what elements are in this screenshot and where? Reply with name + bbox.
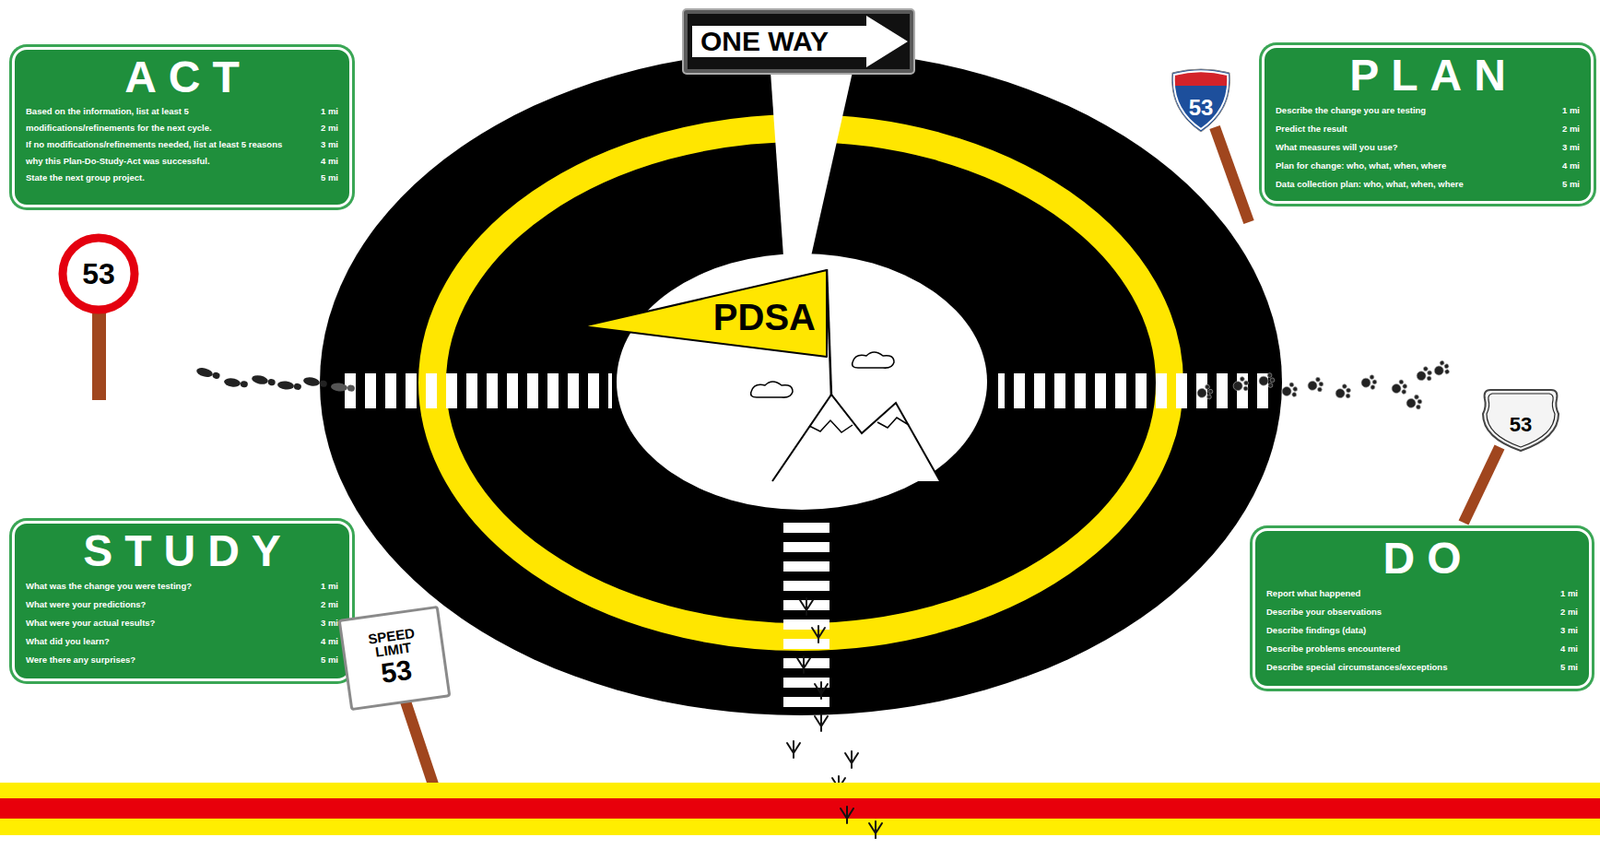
mile-marker: 1 mi: [301, 103, 339, 120]
route-number: 53: [1188, 95, 1214, 120]
mile-marker: 3 mi: [301, 613, 339, 633]
mile-marker: 2 mi: [301, 595, 339, 614]
sign-heading: ACT: [25, 51, 339, 104]
sign-body: Based on the information, list at least …: [25, 103, 339, 187]
step-text: Predict the result: [1275, 119, 1538, 139]
sign-body: Describe the change you are testingPredi…: [1275, 101, 1580, 194]
step-text: Based on the information, list at least …: [25, 103, 296, 137]
step-text: Describe special circumstances/exception…: [1266, 658, 1536, 677]
mountain: [772, 394, 941, 482]
route-number: 53: [1509, 413, 1532, 436]
step-text: Were there any surprises?: [25, 650, 296, 670]
snow-line: [809, 420, 853, 433]
round-speed-sign: 53: [58, 233, 140, 315]
mile-column: 1 mi2 mi3 mi4 mi5 mi: [301, 576, 339, 670]
bird-tracks: [840, 806, 883, 838]
speed-limit-sign: SPEED LIMIT53: [338, 605, 452, 711]
mile-marker: 1 mi: [1542, 101, 1580, 120]
one-way-sign: ONE WAY: [682, 8, 916, 75]
step-text: Report what happened: [1266, 584, 1536, 603]
route-number: 53: [82, 258, 116, 290]
sign-body: What was the change you were testing?Wha…: [25, 576, 339, 670]
us-route-shield: 53: [1481, 386, 1561, 453]
step-text: Data collection plan: who, what, when, w…: [1275, 175, 1538, 194]
step-column: Report what happenedDescribe your observ…: [1266, 584, 1542, 677]
mile-marker: 5 mi: [301, 650, 339, 670]
flag-label: PDSA: [713, 298, 816, 336]
road-ring: [319, 49, 1283, 716]
step-text: State the next group project.: [25, 169, 296, 187]
paw-prints: [1196, 358, 1453, 412]
mile-marker: 4 mi: [301, 632, 339, 651]
speed-number: 53: [378, 654, 414, 690]
crosswalk: [336, 373, 612, 409]
step-text: Describe problems encountered: [1266, 639, 1536, 659]
cloud: [751, 381, 793, 398]
do-sign: DOReport what happenedDescribe your obse…: [1252, 528, 1592, 689]
step-text: Describe the change you are testing: [1275, 101, 1538, 120]
mile-marker: 5 mi: [1542, 175, 1580, 194]
mile-marker: 5 mi: [1541, 658, 1578, 677]
step-column: Describe the change you are testingPredi…: [1275, 101, 1543, 194]
sign-heading: PLAN: [1275, 49, 1580, 102]
shoe-prints: [195, 365, 328, 391]
mile-column: 1 mi2 mi3 mi4 mi5 mi: [301, 103, 339, 187]
step-column: What was the change you were testing?Wha…: [25, 576, 302, 670]
mile-marker: 3 mi: [301, 136, 339, 153]
mile-marker: 1 mi: [1541, 584, 1578, 603]
snow-line: [877, 417, 909, 428]
mile-column: 1 mi2 mi3 mi4 mi5 mi: [1542, 101, 1580, 194]
step-text: What measures will you use?: [1275, 138, 1538, 157]
step-text: Describe findings (data): [1266, 621, 1536, 640]
step-text: Plan for change: who, what, when, where: [1275, 156, 1538, 176]
plan-sign: PLANDescribe the change you are testingP…: [1261, 45, 1594, 204]
step-column: Based on the information, list at least …: [25, 103, 302, 187]
mile-marker: 4 mi: [1541, 639, 1578, 659]
act-sign: ACTBased on the information, list at lea…: [11, 47, 353, 208]
sign-heading: STUDY: [25, 525, 339, 577]
sign-post: [92, 305, 106, 400]
cloud: [852, 352, 895, 368]
pdsa-flag: PDSA: [581, 267, 829, 360]
mile-column: 1 mi2 mi3 mi4 mi5 mi: [1541, 584, 1578, 677]
sign-text: ONE WAY: [700, 27, 829, 56]
mile-marker: 4 mi: [1542, 156, 1580, 176]
mile-marker: 2 mi: [1541, 602, 1578, 622]
sign-post: [1214, 127, 1249, 223]
mile-marker: 2 mi: [301, 119, 339, 137]
crosswalk: [998, 373, 1276, 409]
road-edge: [0, 782, 1600, 836]
sign-heading: DO: [1266, 532, 1578, 585]
shoe-prints: [330, 382, 356, 393]
mile-marker: 3 mi: [1542, 138, 1580, 157]
step-text: If no modifications/refinements needed, …: [25, 136, 296, 170]
interstate-shield: 53: [1168, 67, 1234, 134]
study-sign: STUDYWhat was the change you were testin…: [11, 520, 353, 682]
sign-post: [1463, 447, 1500, 523]
mile-marker: 3 mi: [1541, 621, 1578, 640]
crosswalk: [783, 517, 830, 710]
step-text: Describe your observations: [1266, 602, 1536, 622]
road-edge: [0, 798, 1600, 819]
mile-marker: 5 mi: [301, 169, 339, 187]
sign-beam: [770, 71, 853, 257]
mile-marker: 4 mi: [301, 152, 339, 170]
step-text: What were your actual results?: [25, 613, 296, 633]
step-text: What were your predictions?: [25, 595, 296, 614]
mile-marker: 2 mi: [1542, 119, 1580, 139]
sign-body: Report what happenedDescribe your observ…: [1266, 584, 1578, 677]
step-text: What was the change you were testing?: [25, 576, 296, 596]
mile-marker: 1 mi: [301, 576, 339, 596]
step-text: What did you learn?: [25, 632, 296, 651]
